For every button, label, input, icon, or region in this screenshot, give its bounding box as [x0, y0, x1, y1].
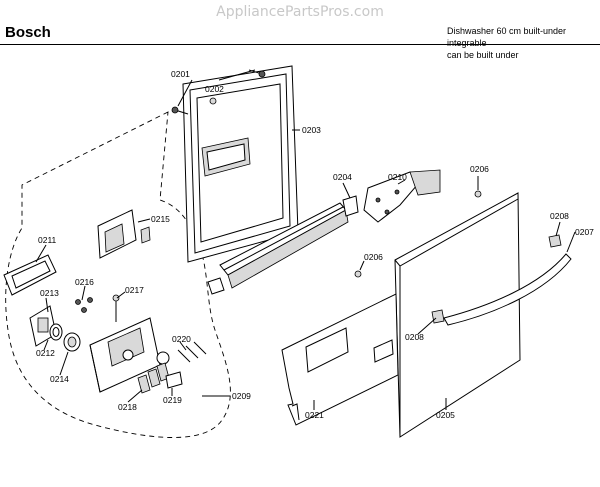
end-cap [342, 195, 359, 217]
part-label-0212: 0212 [36, 348, 55, 358]
part-label-0208: 0208 [405, 332, 424, 342]
part-label-0203: 0203 [302, 125, 321, 135]
part-label-0221: 0221 [305, 410, 324, 420]
watermark: AppliancePartsPros.com [216, 4, 384, 20]
control-module [89, 317, 170, 393]
inner-cover-panel [281, 293, 399, 426]
header-divider [0, 44, 600, 45]
part-label-0219: 0219 [163, 395, 182, 405]
part-label-0201: 0201 [171, 69, 190, 79]
part-label-0207: 0207 [575, 227, 594, 237]
part-label-0206: 0206 [470, 164, 489, 174]
part-label-0213: 0213 [40, 288, 59, 298]
switch-housing [29, 305, 57, 347]
model-description-line-1: Dishwasher 60 cm built-under integrable [447, 26, 567, 48]
part-label-0211: 0211 [38, 235, 57, 245]
part-label-0218: 0218 [118, 402, 137, 412]
model-description: Dishwasher 60 cm built-under integrable … [447, 25, 600, 61]
part-label-0206: 0206 [364, 252, 383, 262]
inner-door-panel [182, 65, 299, 263]
part-label-0202: 0202 [205, 84, 224, 94]
brand-name: Bosch [5, 24, 51, 41]
part-label-0204: 0204 [333, 172, 352, 182]
knob [63, 332, 81, 352]
hinge-bracket [363, 169, 441, 223]
screw-part [354, 190, 482, 278]
sealing-ring [49, 323, 63, 341]
screw-part [171, 69, 266, 115]
display-frame [3, 254, 57, 296]
part-label-0214: 0214 [50, 374, 69, 384]
handle [431, 234, 572, 326]
clip-part [209, 97, 217, 105]
model-description-line-2: can be built under [447, 50, 519, 60]
part-label-0215: 0215 [151, 214, 170, 224]
part-label-0205: 0205 [436, 410, 455, 420]
screw-part [75, 294, 120, 322]
part-label-0217: 0217 [125, 285, 144, 295]
part-label-0210: 0210 [388, 172, 407, 182]
slider-part [165, 371, 183, 389]
part-label-0220: 0220 [172, 334, 191, 344]
part-label-0208: 0208 [550, 211, 569, 221]
board-cover [97, 209, 151, 259]
leader-lines [35, 129, 576, 410]
part-label-0216: 0216 [75, 277, 94, 287]
part-label-0209: 0209 [232, 391, 251, 401]
trim-strip [207, 202, 349, 295]
spring-part [177, 341, 207, 363]
